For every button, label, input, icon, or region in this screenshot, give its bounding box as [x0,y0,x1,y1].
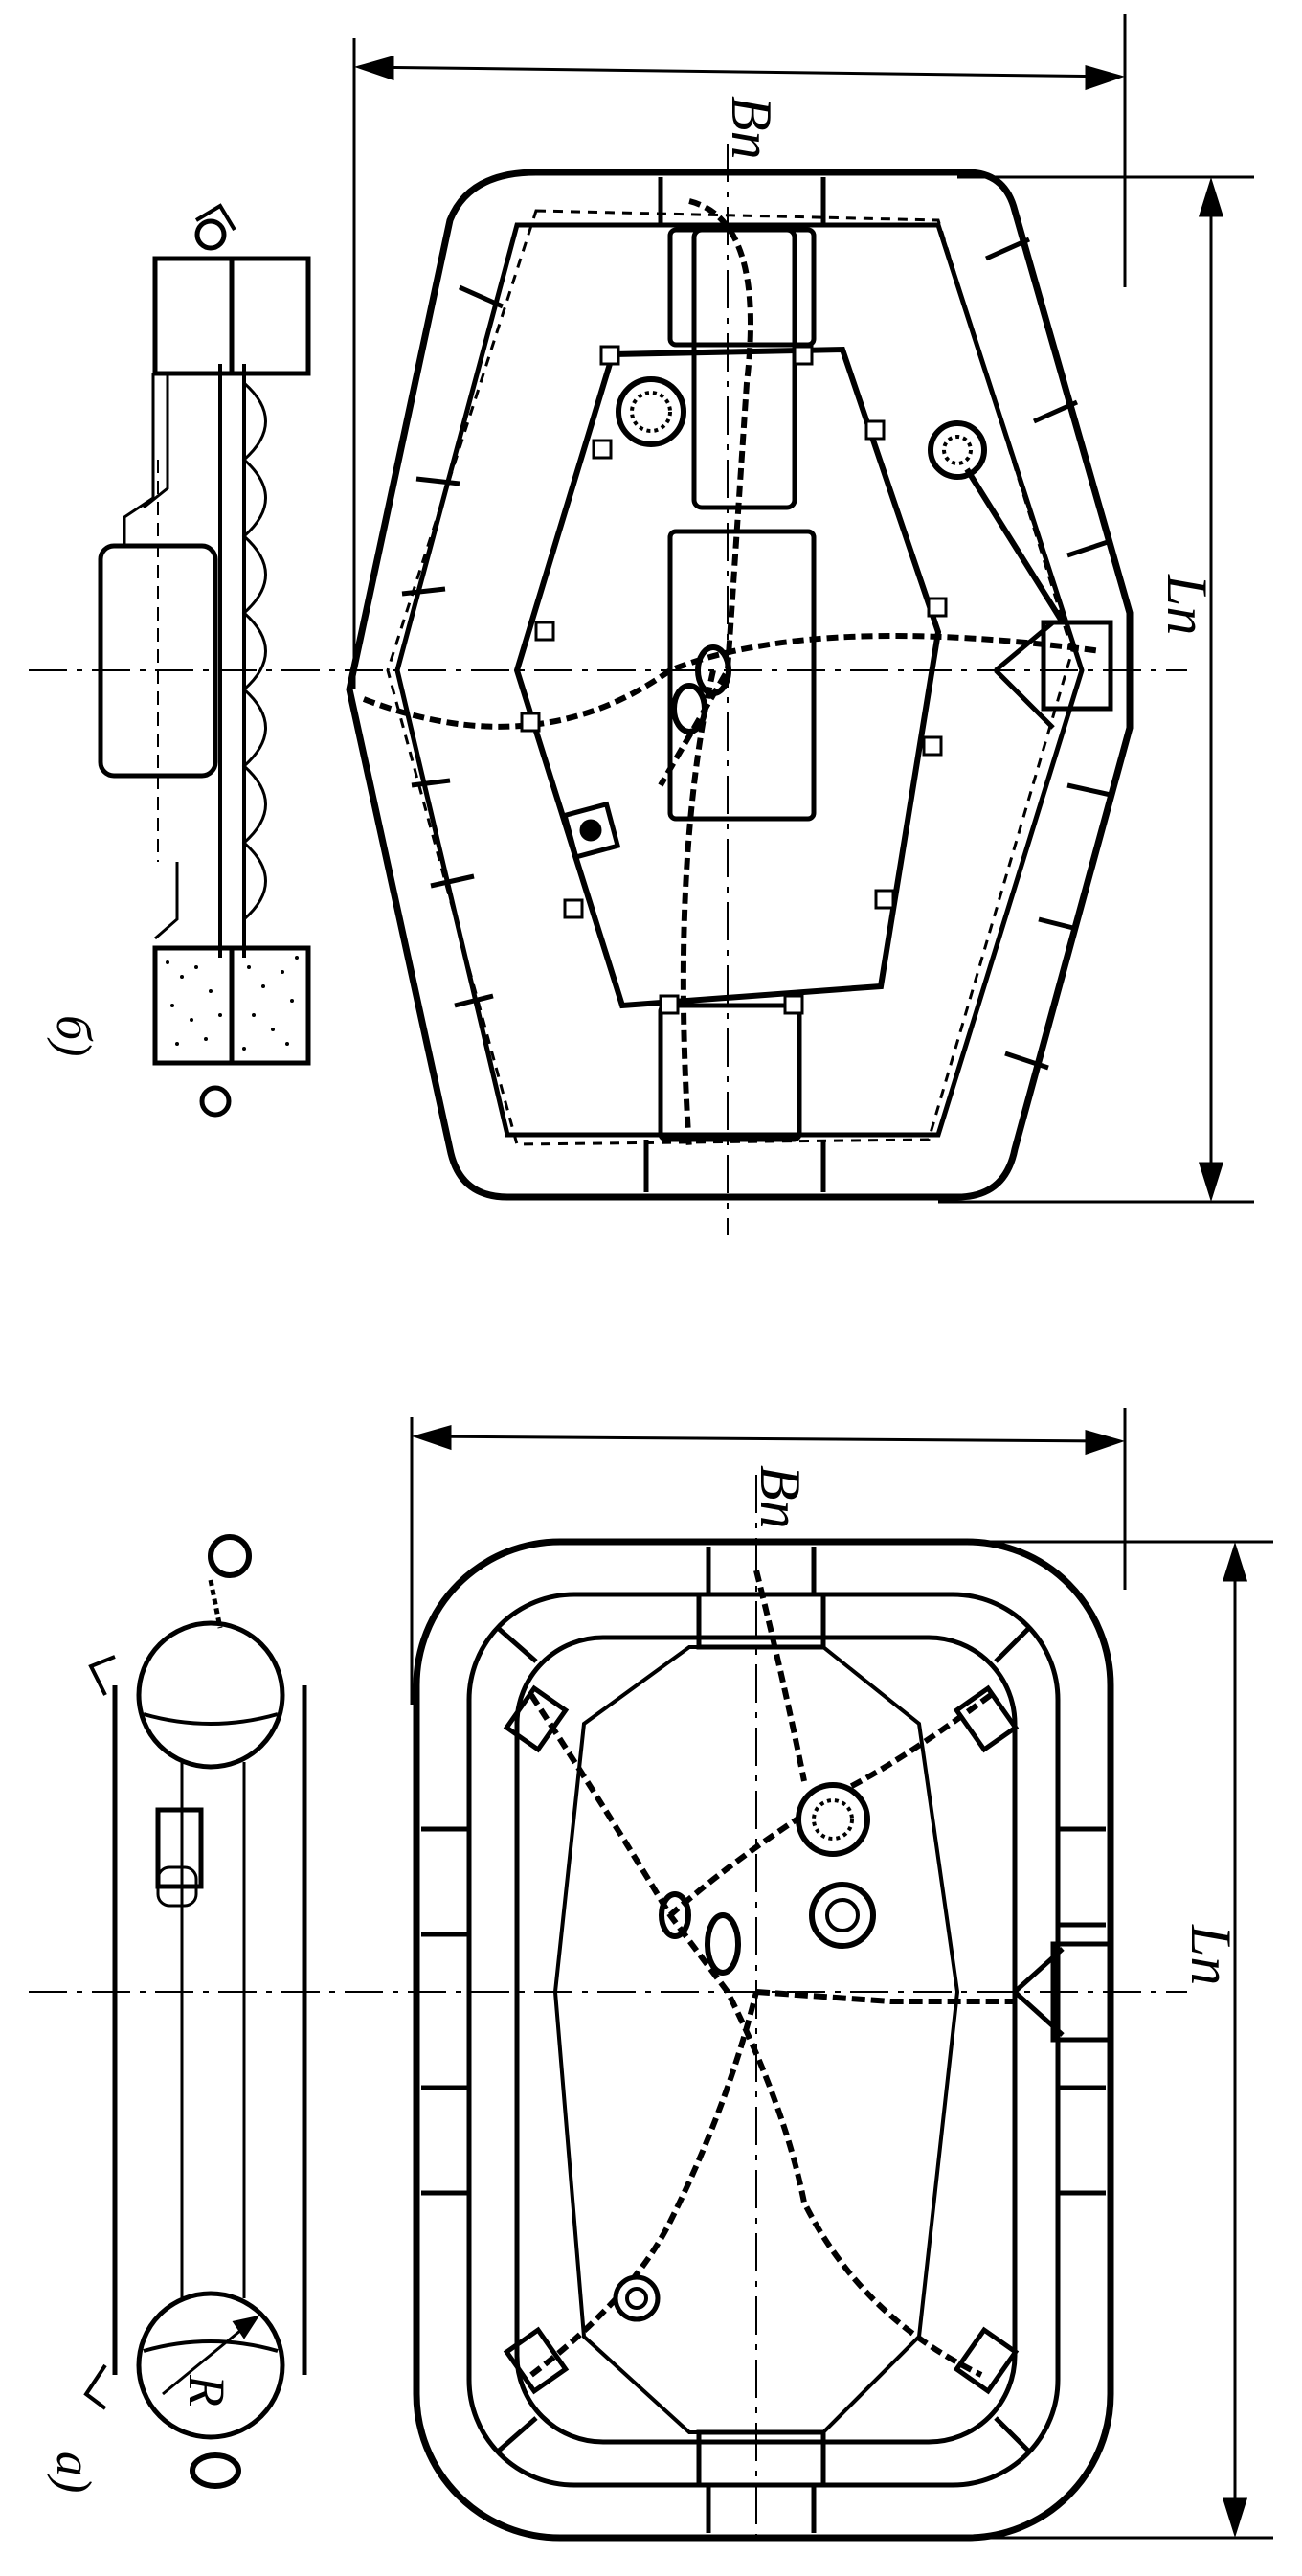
frame-clips-b [520,345,948,1015]
light-lamp-icon [561,801,621,860]
radius-label: R [178,2374,236,2407]
rope-coil-icon [796,1782,870,1857]
anchor-shackle-icon [671,620,1113,734]
raft-outline-b [346,169,1134,1201]
centerlines-a [29,1475,1187,2547]
raft-outline-a [413,1538,1114,2542]
tube-segments-b [401,177,1111,1192]
length-label-b: Ln [1156,574,1219,635]
radius-dimension [162,2315,260,2396]
figure-a: R [29,1408,1273,2547]
lifeline-rope-a [528,1570,1015,2378]
length-label-a: Ln [1179,1924,1243,1985]
width-label-a: Bn [749,1465,812,1529]
width-dimension-a [410,1408,1127,1705]
floor-frame-b [513,227,942,1142]
ring-icon [613,1882,876,2322]
width-label-b: Bn [720,96,783,160]
centerlines-b [29,144,1187,1235]
side-view-b [98,203,311,1118]
side-view-a [83,1534,307,2489]
panel-label-b: б) [46,1015,101,1056]
tube-segments-a [421,1547,1106,2533]
length-dimension-b [938,175,1254,1204]
anchor-shackle-icon [503,1684,1113,2395]
figure-b: б) Bn Ln [29,14,1254,1235]
rope-coil-icon [616,376,1066,624]
foam-fill-pattern [166,956,299,1051]
panel-label-a: a) [46,2452,101,2493]
width-dimension-b [352,14,1127,689]
